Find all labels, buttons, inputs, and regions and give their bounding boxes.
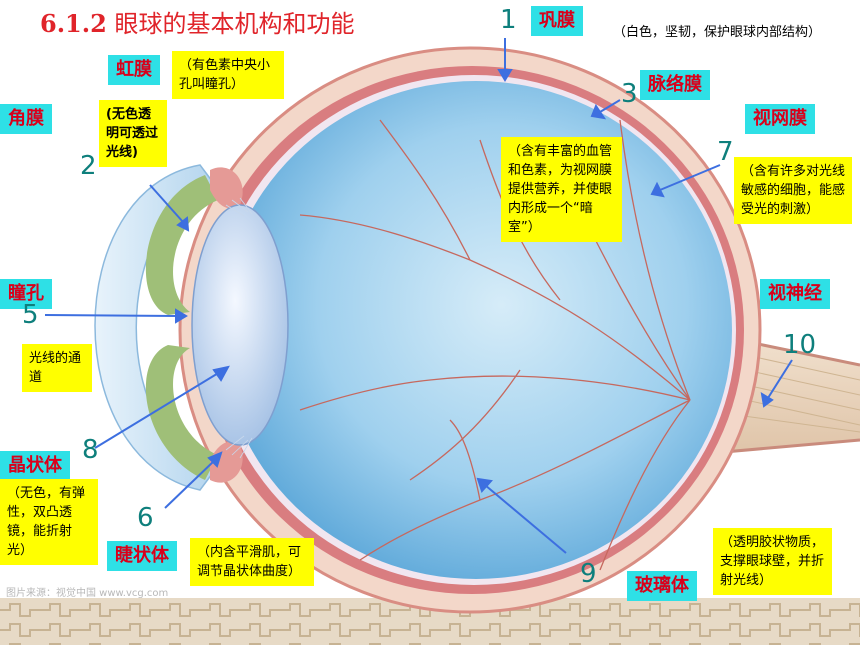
note-retina: （含有许多对光线敏感的细胞，能感受光的刺激） (734, 157, 852, 224)
note-lens: （无色，有弹性，双凸透镜，能折射光） (0, 479, 98, 565)
label-cornea: 角膜 (0, 104, 52, 134)
note-cornea: (无色透明可透过光线) (99, 100, 167, 167)
iris-lower (145, 345, 218, 480)
label-iris: 虹膜 (108, 55, 160, 85)
number-1: 1 (500, 5, 517, 35)
note-vitreous: （透明胶状物质，支撑眼球壁，并折射光线） (713, 528, 832, 595)
label-sclera: 巩膜 (531, 6, 583, 36)
vitreous-shape (220, 81, 732, 579)
note-ciliary-body: （内含平滑肌，可调节晶状体曲度） (190, 538, 314, 586)
slide-title: 6.1.2 眼球的基本机构和功能 (40, 9, 355, 38)
number-9: 9 (580, 559, 597, 589)
lens-shape (191, 204, 289, 446)
number-6: 6 (137, 503, 154, 533)
label-choroid: 脉络膜 (640, 70, 710, 100)
number-7: 7 (717, 137, 734, 167)
label-vitreous: 玻璃体 (627, 571, 697, 601)
number-2: 2 (80, 151, 97, 181)
note-iris: （有色素中央小孔叫瞳孔） (172, 51, 284, 99)
ciliary-lower (210, 441, 243, 483)
label-retina: 视网膜 (745, 104, 815, 134)
note-pupil: 光线的通道 (22, 344, 92, 392)
label-ciliary-body: 睫状体 (107, 541, 177, 571)
number-10: 10 (783, 330, 817, 360)
label-pupil: 瞳孔 (0, 279, 52, 309)
number-3: 3 (621, 79, 638, 109)
number-5: 5 (22, 300, 39, 330)
note-sclera: （白色，坚韧，保护眼球内部结构） (613, 25, 822, 40)
label-lens: 晶状体 (0, 451, 70, 481)
pointer-arrows (44, 38, 793, 554)
image-source-watermark: 图片来源：视觉中国 www.vcg.com (6, 588, 169, 599)
iris-upper (145, 175, 218, 315)
ciliary-upper (210, 167, 243, 209)
label-optic-nerve: 视神经 (760, 279, 830, 309)
note-choroid: （含有丰富的血管和色素，为视网膜提供营养，并使眼内形成一个“暗室”） (501, 137, 622, 242)
